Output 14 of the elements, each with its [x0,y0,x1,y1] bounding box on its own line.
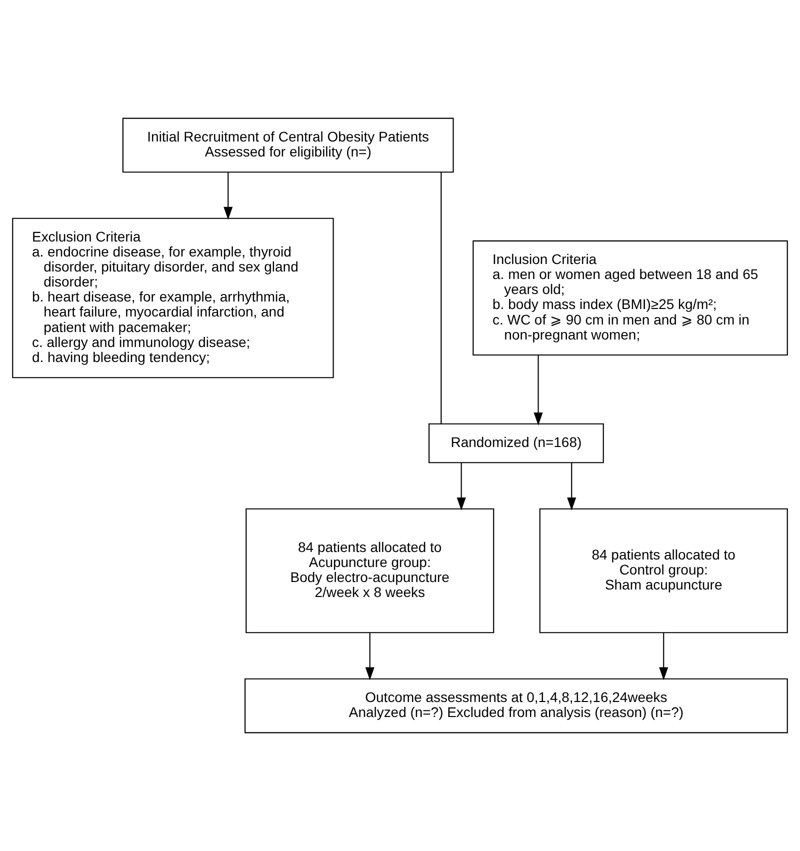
node-box: 84 patients allocated to Acupuncture group: Body electro-acupuncture 2/week x 8 weeks [246,508,494,634]
node-box: Inclusion Criteria a. men or women aged between 18 and 65 years old; b. body mass index (BMI)≥25 kg/m²; c. WC of ⩾ 90 cm in men and ⩾ 80 cm in non-pregnant women; [472,240,788,356]
connector [440,172,442,424]
node-box: Exclusion Criteria a. endocrine disease, for example, thyroid disorder, pituitary disorder, and sex gland disorder; b. heart disease, for example, arrhythmia, heart failure, myocardial infarction, and patient with pacemaker; c. allergy and immunology disease; d. having bleeding tendency; [12,218,334,378]
node-box: Outcome assessments at 0,1,4,8,12,16,24weeks Analyzed (n=?) Excluded from analysis (reason) (n=?) [244,678,788,734]
node-box: Initial Recruitment of Central Obesity Patients Assessed for eligibility (n=) [122,118,454,173]
arrow [534,355,543,426]
arrow [365,632,374,680]
arrow [567,462,576,510]
arrow [456,462,466,510]
arrow [224,172,233,220]
node-box: Randomized (n=168) [428,423,604,464]
node-box: 84 patients allocated to Control group: Sham acupuncture [539,508,788,634]
arrow [659,632,668,680]
